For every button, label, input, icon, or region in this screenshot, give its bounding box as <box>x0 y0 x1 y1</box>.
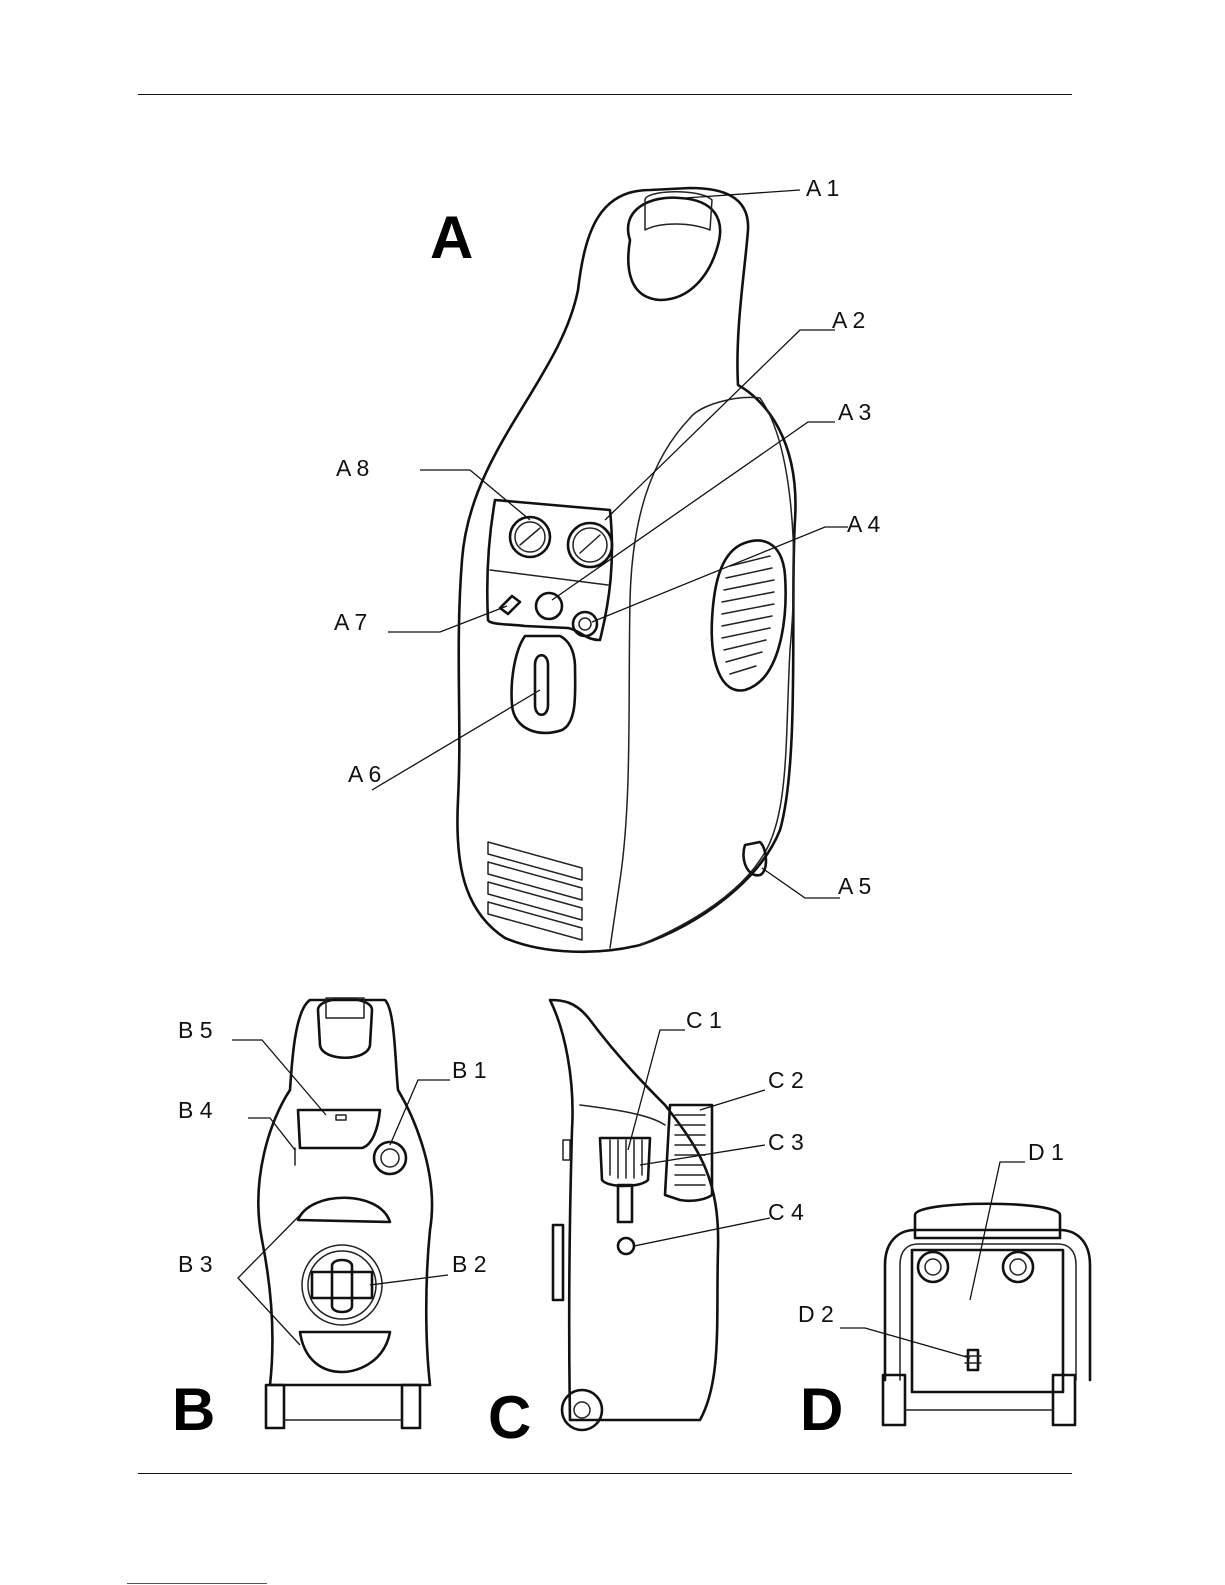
leader-c2 <box>700 1090 765 1110</box>
callout-a1: A 1 <box>806 175 839 201</box>
figure-c-wheel <box>562 1390 602 1430</box>
figure-a-regulator-knob <box>536 593 562 619</box>
figure-b-right-wheel <box>402 1385 420 1428</box>
callout-a7: A 7 <box>334 609 367 635</box>
callout-c4: C 4 <box>768 1199 804 1225</box>
leader-b5 <box>232 1040 326 1115</box>
leader-a1 <box>685 190 800 198</box>
figure-d-right-caster <box>1003 1252 1033 1282</box>
callout-b1: B 1 <box>452 1057 487 1083</box>
callout-a8: A 8 <box>336 455 369 481</box>
figure-b-lower-compartment <box>300 1332 390 1372</box>
figure-a-side-vent-slots <box>722 556 774 674</box>
leader-c4 <box>634 1218 770 1246</box>
callout-c1: C 1 <box>686 1007 722 1033</box>
figure-a <box>372 188 848 952</box>
figure-a-body-outline <box>457 188 795 952</box>
leader-a8 <box>420 470 530 520</box>
figure-a-title: A <box>430 204 473 271</box>
callout-a6: A 6 <box>348 761 381 787</box>
callout-b5: B 5 <box>178 1017 213 1043</box>
leader-c1 <box>628 1030 685 1150</box>
callout-a4: A 4 <box>847 511 880 537</box>
callout-a3: A 3 <box>838 399 871 425</box>
leader-a5 <box>762 868 840 898</box>
figure-d-title: D <box>800 1376 843 1443</box>
figure-d-fastener <box>968 1350 978 1370</box>
figure-c <box>550 1000 770 1430</box>
callout-c3: C 3 <box>768 1129 804 1155</box>
figure-b-cord-hook <box>312 1272 372 1298</box>
figure-d-frame <box>885 1230 1090 1380</box>
figure-b <box>232 998 450 1428</box>
figure-a-switch <box>535 655 548 715</box>
figure-a-outlet <box>573 612 597 636</box>
figure-b-title: B <box>172 1376 215 1443</box>
figure-b-upper-compartment <box>298 1198 390 1222</box>
callout-d1: D 1 <box>1028 1139 1064 1165</box>
figure-a-valve <box>500 596 520 614</box>
figure-c-port <box>618 1238 634 1254</box>
leader-b4 <box>248 1118 295 1150</box>
leader-a2 <box>605 330 835 520</box>
callout-a2: A 2 <box>832 307 865 333</box>
callout-c2: C 2 <box>768 1067 804 1093</box>
leader-a6 <box>372 690 540 790</box>
callout-b4: B 4 <box>178 1097 213 1123</box>
figure-c-body-outline <box>550 1000 718 1420</box>
callout-a5: A 5 <box>838 873 871 899</box>
figure-a-switch-bay <box>512 636 576 733</box>
figure-c-filter-grille <box>675 1115 705 1185</box>
figure-c-title: C <box>488 1384 531 1451</box>
figure-d-left-wheel <box>883 1375 905 1425</box>
figure-a-handle <box>628 198 720 300</box>
figure-d <box>840 1162 1090 1425</box>
callout-d2: D 2 <box>798 1301 834 1327</box>
figure-c-filter <box>665 1105 712 1201</box>
figure-a-front-edge <box>610 418 690 948</box>
figure-a-bottom-vent <box>488 842 582 940</box>
figure-d-left-caster <box>918 1252 948 1282</box>
figure-d-plate <box>912 1250 1063 1392</box>
figure-b-power-socket <box>374 1142 406 1174</box>
callout-b3: B 3 <box>178 1251 213 1277</box>
callout-b2: B 2 <box>452 1251 487 1277</box>
leader-d2 <box>840 1328 970 1358</box>
figure-b-left-wheel <box>266 1385 284 1428</box>
